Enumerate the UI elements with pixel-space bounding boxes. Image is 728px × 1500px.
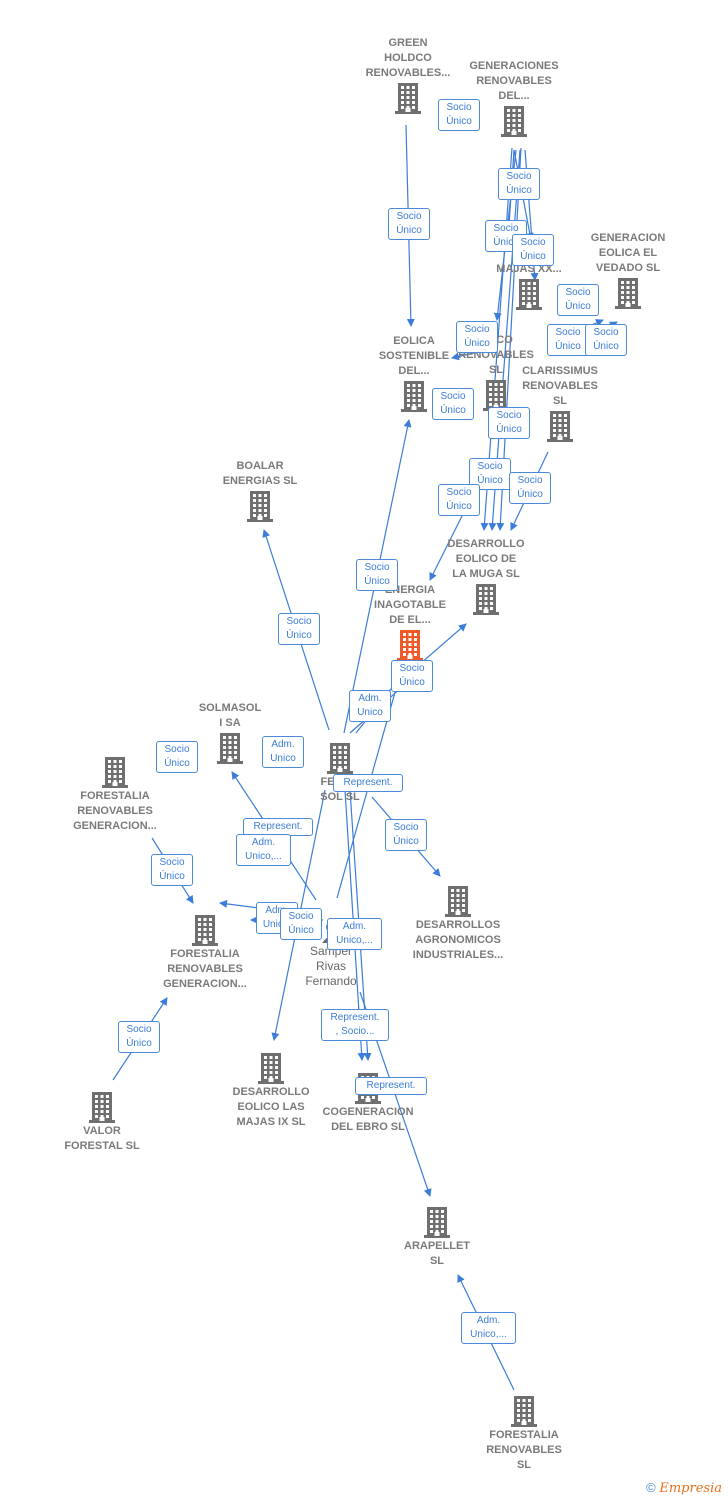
building-icon [192,915,218,946]
building-icon [501,106,527,137]
company-node[interactable]: GREEN HOLDCO RENOVABLES... [343,36,473,115]
relation-badge[interactable]: Socio Único [356,559,398,591]
building-icon [424,1207,450,1238]
copyright-icon: © [646,1480,656,1495]
company-node[interactable]: CLARISSIMUS RENOVABLES SL [495,364,625,443]
node-label: ARAPELLET SL [404,1240,470,1267]
building-icon [102,757,128,788]
building-icon [511,1396,537,1427]
building-icon [516,279,542,310]
relation-badge[interactable]: Socio Único [557,284,599,316]
building-icon [258,1053,284,1084]
relation-badge[interactable]: Adm. Unico [262,736,304,768]
company-node[interactable]: EOLICA SOSTENIBLE DEL... [349,334,479,413]
company-node[interactable]: GENERACIONES RENOVABLES DEL... [449,59,579,138]
building-icon [615,278,641,309]
company-node[interactable]: VALOR FORESTAL SL [37,1090,167,1154]
building-icon [327,743,353,774]
building-icon [473,584,499,615]
relation-badge[interactable]: Socio Único [432,388,474,420]
node-label: FORESTALIA RENOVABLES GENERACION... [163,948,247,990]
company-node[interactable]: FORESTALIA RENOVABLES GENERACION... [50,755,180,834]
relation-badge[interactable]: Socio Único [151,854,193,886]
company-node[interactable]: DESARROLLO EOLICO DE LA MUGA SL [421,537,551,616]
relation-badge[interactable]: Socio Único [278,613,320,645]
brand-logo[interactable]: Empresia [659,1481,722,1496]
building-icon [217,733,243,764]
relation-badge[interactable]: Socio Único [585,324,627,356]
relation-badge[interactable]: Socio Único [438,99,480,131]
relation-badge[interactable]: Socio Único [280,908,322,940]
footer: © Empresia [646,1480,722,1496]
company-node[interactable]: FORESTALIA RENOVABLES GENERACION... [140,913,270,992]
relation-badge[interactable]: Socio Único [391,660,433,692]
relation-badge[interactable]: Socio Único [438,484,480,516]
relation-badge[interactable]: Represent. [355,1077,427,1095]
building-icon [547,411,573,442]
node-label: CLARISSIMUS RENOVABLES SL [522,365,598,407]
relation-badge[interactable]: Socio Único [156,741,198,773]
node-label: SOLMASOL I SA [198,702,262,729]
company-node[interactable]: SOLMASOL I SA [165,701,295,765]
company-node[interactable]: DESARROLLO EOLICO LAS MAJAS IX SL [206,1051,336,1130]
building-icon [89,1092,115,1123]
company-node[interactable]: ENERGIA INAGOTABLE DE EL... [345,583,475,662]
node-label: GENERACION EOLICA EL VEDADO SL [590,232,666,274]
relation-badge[interactable]: Adm. Unico,... [461,1312,516,1344]
building-icon [395,83,421,114]
building-icon [247,491,273,522]
relation-badge[interactable]: Adm. Unico [349,690,391,722]
node-label: Samper Rivas Fernando [305,944,357,988]
building-icon [397,630,423,661]
relation-badge[interactable]: Socio Único [388,208,430,240]
relation-badge[interactable]: Socio Único [118,1021,160,1053]
relation-badge[interactable]: Represent. [333,774,403,792]
relation-badge[interactable]: Represent. , Socio... [321,1009,389,1041]
relation-badge[interactable]: Socio Único [385,819,427,851]
node-label: GREEN HOLDCO RENOVABLES... [365,37,451,79]
relation-badge[interactable]: Socio Único [547,324,589,356]
relation-badge[interactable]: Adm. Unico,... [236,834,291,866]
node-label: COGENERACION DEL EBRO SL [322,1106,414,1133]
relation-badge[interactable]: Socio Único [488,407,530,439]
relation-badge[interactable]: Socio Único [498,168,540,200]
node-label: DESARROLLO EOLICO LAS MAJAS IX SL [232,1086,310,1128]
node-label: FORESTALIA RENOVABLES GENERACION... [73,790,157,832]
building-icon [445,886,471,917]
node-label: BOALAR ENERGIAS SL [222,460,298,487]
company-node[interactable]: GENERACION EOLICA EL VEDADO SL [563,231,693,310]
node-label: VALOR FORESTAL SL [64,1125,140,1152]
company-node[interactable]: DESARROLLOS AGRONOMICOS INDUSTRIALES... [393,884,523,963]
node-label: DESARROLLOS AGRONOMICOS INDUSTRIALES... [412,919,504,961]
node-label: FORESTALIA RENOVABLES SL [486,1429,562,1471]
node-label: EOLICA SOSTENIBLE DEL... [378,335,450,377]
node-label: DESARROLLO EOLICO DE LA MUGA SL [447,538,525,580]
relation-badge[interactable]: Socio Único [509,472,551,504]
relation-badge[interactable]: Socio Único [512,234,554,266]
relation-badge[interactable]: Socio Único [456,321,498,353]
node-label: GENERACIONES RENOVABLES DEL... [469,60,559,102]
company-node[interactable]: ARAPELLET SL [372,1205,502,1269]
building-icon [401,381,427,412]
company-node[interactable]: FORESTALIA RENOVABLES SL [459,1394,589,1473]
relation-badge[interactable]: Adm. Unico,... [327,918,382,950]
company-node[interactable]: BOALAR ENERGIAS SL [195,459,325,523]
